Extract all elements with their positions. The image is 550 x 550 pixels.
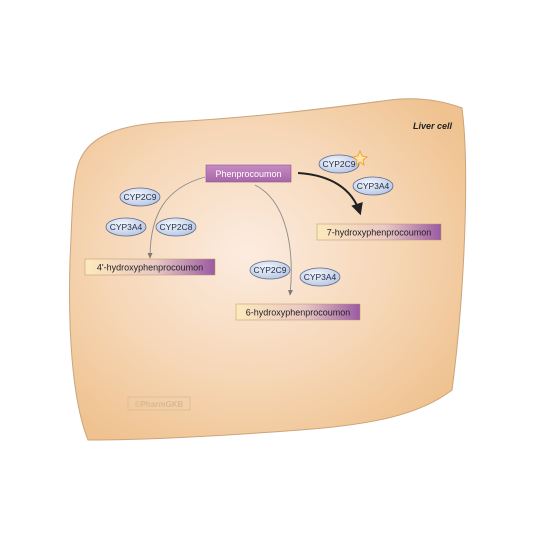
metabolite-4-hydroxy: 4'-hydroxyphenprocoumon xyxy=(84,258,216,276)
enzyme-cyp3a4-6: CYP3A4 xyxy=(299,267,341,287)
star-icon xyxy=(351,149,369,167)
enzyme-cyp3a4-4-label: CYP3A4 xyxy=(110,222,143,232)
drug-name: Phenprocoumon xyxy=(215,169,281,179)
metabolite-6-hydroxy-label: 6-hydroxyphenprocoumon xyxy=(246,308,351,318)
enzyme-cyp2c9-6-label: CYP2C9 xyxy=(253,265,286,275)
metabolite-7-hydroxy: 7-hydroxyphenprocoumon xyxy=(316,223,442,241)
enzyme-cyp2c9-7-label: CYP2C9 xyxy=(322,159,355,169)
enzyme-cyp3a4-4: CYP3A4 xyxy=(105,217,147,237)
watermark-text: ©PharmGKB xyxy=(135,400,184,409)
arrow-to-4-hydroxy xyxy=(147,176,206,259)
enzyme-cyp2c9-4: CYP2C9 xyxy=(119,187,161,207)
arrow-to-7-hydroxy xyxy=(297,172,363,216)
pharmgkb-watermark: ©PharmGKB xyxy=(127,396,191,411)
enzyme-cyp2c8-4-label: CYP2C8 xyxy=(159,222,192,232)
enzyme-cyp3a4-7: CYP3A4 xyxy=(352,176,394,196)
metabolite-4-hydroxy-label: 4'-hydroxyphenprocoumon xyxy=(97,263,203,273)
metabolite-7-hydroxy-label: 7-hydroxyphenprocoumon xyxy=(327,228,432,238)
enzyme-cyp2c9-4-label: CYP2C9 xyxy=(123,192,156,202)
enzyme-cyp3a4-6-label: CYP3A4 xyxy=(304,272,337,282)
enzyme-cyp2c9-6: CYP2C9 xyxy=(249,260,291,280)
enzyme-cyp3a4-7-label: CYP3A4 xyxy=(357,181,390,191)
enzyme-cyp2c9-7: CYP2C9 xyxy=(318,154,360,174)
drug-node: Phenprocoumon xyxy=(205,164,292,183)
arrow-to-6-hydroxy xyxy=(254,184,294,296)
metabolite-6-hydroxy: 6-hydroxyphenprocoumon xyxy=(235,303,361,321)
cell-label: Liver cell xyxy=(413,121,453,131)
enzyme-cyp2c8-4: CYP2C8 xyxy=(155,217,197,237)
